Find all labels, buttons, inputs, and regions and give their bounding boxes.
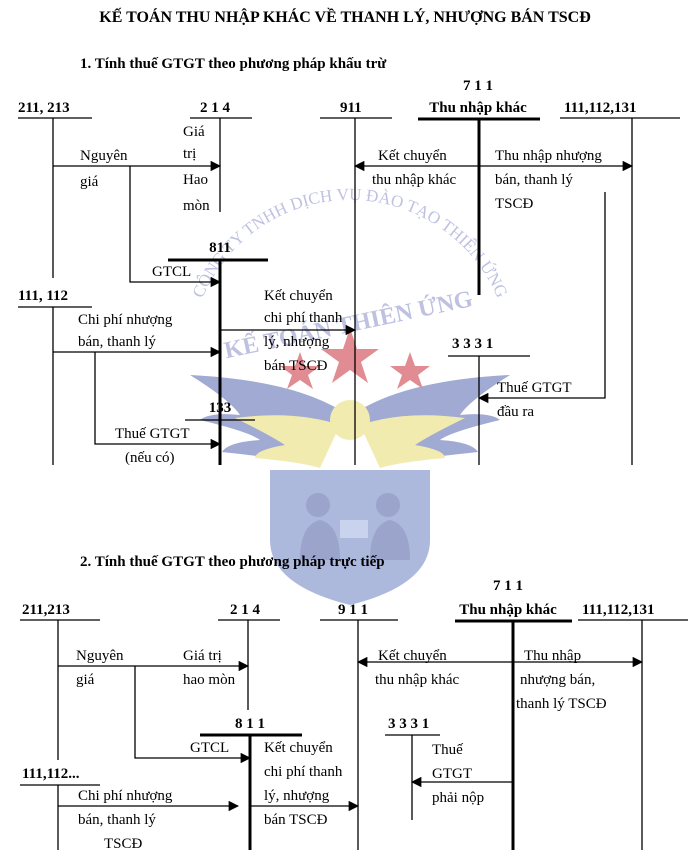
section-1: 1. Tính thuế GTGT theo phương pháp khấu … [18, 56, 680, 466]
s1-label-chiphi-1: Chi phí nhượng [78, 312, 173, 328]
s2-label-kc811-2: chi phí thanh [264, 764, 343, 780]
s1-label-gia: giá [80, 174, 99, 190]
s2-account-711-number: 7 1 1 [493, 578, 523, 594]
wings-icon [190, 375, 510, 468]
s1-account-111-112: 111, 112 [18, 288, 68, 304]
s2-label-gtcl: GTCL [190, 740, 229, 756]
s1-label-tri-214: trị [183, 146, 196, 162]
s1-account-711-number: 7 1 1 [463, 78, 493, 94]
s2-label-nguyen: Nguyên [76, 648, 124, 664]
watermark-arc-text: CÔNG TY TNHH DỊCH VỤ ĐÀO TẠO THIÊN ỨNG [188, 185, 511, 300]
s2-label-kc811-3: lý, nhượng [264, 788, 330, 804]
s1-label-chiphi-2: bán, thanh lý [78, 334, 156, 350]
s1-label-thue-2: đầu ra [497, 404, 534, 420]
s1-account-111-131: 111,112,131 [564, 100, 637, 116]
s1-label-gia-214: Giá [183, 124, 205, 140]
s2-label-chiphi-3: TSCĐ [104, 836, 143, 852]
s1-account-214: 2 1 4 [200, 100, 231, 116]
s2-account-711-name: Thu nhập khác [459, 602, 557, 618]
s1-label-thunhapkhac: thu nhập khác [372, 172, 456, 188]
section-2-heading: 2. Tính thuế GTGT theo phương pháp trực … [80, 554, 385, 570]
s1-label-mon-214: mòn [183, 198, 210, 214]
section-1-heading: 1. Tính thuế GTGT theo phương pháp khấu … [80, 56, 387, 72]
s1-account-133: 133 [209, 400, 232, 416]
s1-label-thue133-2: (nếu có) [125, 450, 175, 466]
s2-label-thunhap-3: thanh lý TSCĐ [516, 696, 607, 712]
s2-label-thue-1: Thuế [432, 742, 463, 758]
s2-label-giatri: Giá trị [183, 648, 222, 664]
s1-label-thue133-1: Thuế GTGT [115, 426, 190, 442]
s1-account-711-name: Thu nhập khác [429, 100, 527, 116]
s1-label-thunhap-1: Thu nhập nhượng [495, 148, 602, 164]
s1-label-ketchuyen: Kết chuyển [378, 148, 447, 164]
people-icon [300, 493, 410, 560]
s1-label-kc811-1: Kết chuyển [264, 288, 333, 304]
s2-account-111-131: 111,112,131 [582, 602, 655, 618]
s2-account-811: 8 1 1 [235, 716, 265, 732]
s2-label-thunhap-2: nhượng bán, [520, 672, 595, 688]
s1-label-hao-214: Hao [183, 172, 208, 188]
s2-label-kc811-1: Kết chuyển [264, 740, 333, 756]
s1-account-3331: 3 3 3 1 [452, 336, 493, 352]
s2-label-gia: giá [76, 672, 95, 688]
s1-label-nguyen: Nguyên [80, 148, 128, 164]
s2-label-thue-2: GTGT [432, 766, 472, 782]
page-title: KẾ TOÁN THU NHẬP KHÁC VỀ THANH LÝ, NHƯỢN… [99, 7, 591, 26]
s2-account-211: 211,213 [22, 602, 70, 618]
s2-label-thunhap-1: Thu nhập [524, 648, 581, 664]
s1-label-kc811-2: chi phí thanh [264, 310, 343, 326]
s1-label-thue-1: Thuế GTGT [497, 380, 572, 396]
s2-label-thue-3: phải nộp [432, 790, 484, 806]
s2-account-111-112: 111,112... [22, 766, 80, 782]
s2-account-3331: 3 3 3 1 [388, 716, 429, 732]
s1-account-911: 911 [340, 100, 362, 116]
s1-label-thunhap-2: bán, thanh lý [495, 172, 573, 188]
s2-account-214: 2 1 4 [230, 602, 261, 618]
section-2: 2. Tính thuế GTGT theo phương pháp trực … [20, 554, 688, 852]
watermark-logo: CÔNG TY TNHH DỊCH VỤ ĐÀO TẠO THIÊN ỨNG K… [188, 185, 512, 605]
s2-label-chiphi-2: bán, thanh lý [78, 812, 156, 828]
s2-label-kc811-4: bán TSCĐ [264, 812, 328, 828]
s1-label-gtcl: GTCL [152, 264, 191, 280]
s2-label-haomon: hao mòn [183, 672, 236, 688]
s1-label-thunhap-3: TSCĐ [495, 196, 534, 212]
star-icon [280, 328, 430, 389]
s1-account-811: 811 [209, 240, 231, 256]
s2-label-chiphi-1: Chi phí nhượng [78, 788, 173, 804]
s1-account-211: 211, 213 [18, 100, 70, 116]
s2-account-911: 9 1 1 [338, 602, 368, 618]
s2-label-thunhapkhac: thu nhập khác [375, 672, 459, 688]
s2-label-ketchuyen: Kết chuyển [378, 648, 447, 664]
s1-label-kc811-4: bán TSCĐ [264, 358, 328, 374]
s1-label-kc811-3: lý, nhượng [264, 334, 330, 350]
